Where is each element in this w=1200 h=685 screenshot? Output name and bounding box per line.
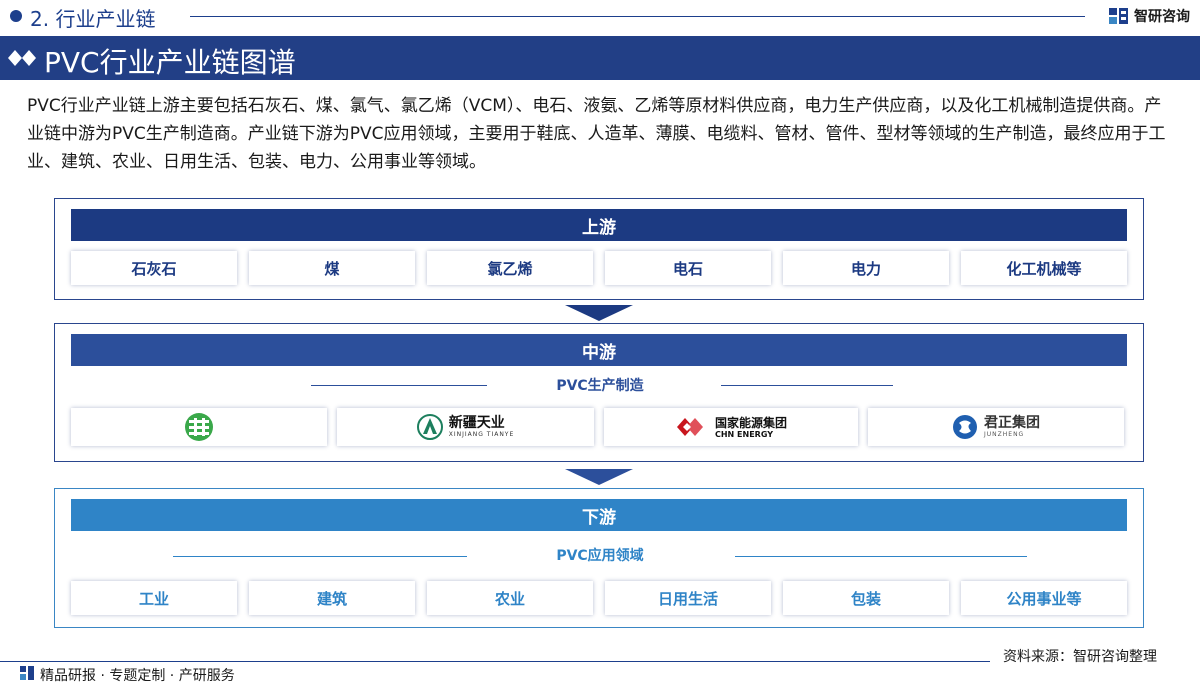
section-label: 2. 行业产业链: [30, 7, 156, 31]
footer-slogan: 精品研报 · 专题定制 · 产研服务: [40, 668, 235, 684]
diamond-icon: [8, 50, 36, 66]
upstream-item: 电石: [605, 251, 771, 285]
downstream-item: 农业: [427, 581, 593, 615]
company-name-en: XINJIANG TIANYE: [448, 431, 515, 438]
midstream-panel: 中游 PVC生产制造 新疆天业 XINJIANG TIANYE: [54, 323, 1144, 462]
source-note: 资料来源：智研咨询整理: [1003, 649, 1157, 665]
upstream-item: 化工机械等: [961, 251, 1127, 285]
xinjiang-tianye-text: 新疆天业 XINJIANG TIANYE: [448, 415, 515, 439]
company-name: 君正集团: [984, 415, 1040, 431]
downstream-item: 工业: [71, 581, 237, 615]
upstream-item: 氯乙烯: [427, 251, 593, 285]
xinjiang-tianye-logo-icon: [416, 414, 443, 440]
midstream-header: 中游: [71, 334, 1127, 366]
company-green-logo-icon: [185, 413, 213, 441]
downstream-item: 建筑: [249, 581, 415, 615]
company-logo-cell: 新疆天业 XINJIANG TIANYE: [337, 408, 594, 446]
bullet-dot-icon: [10, 10, 22, 22]
junzheng-logo-icon: [953, 415, 977, 439]
chn-energy-text: 国家能源集团 CHN ENERGY: [714, 416, 787, 439]
subtitle-rule-left: [311, 385, 487, 386]
company-logo-cell: 君正集团 JUNZHENG: [868, 408, 1124, 446]
subtitle-rule-left: [173, 556, 467, 557]
intro-paragraph: PVC行业产业链上游主要包括石灰石、煤、氯气、氯乙烯（VCM）、电石、液氨、乙烯…: [27, 96, 1166, 172]
company-logo-cell: 国家能源集团 CHN ENERGY: [604, 408, 858, 446]
footer-logo-icon: [20, 666, 34, 680]
subtitle-rule-right: [721, 385, 893, 386]
downstream-header: 下游: [71, 499, 1127, 531]
upstream-items: 石灰石 煤 氯乙烯 电石 电力 化工机械等: [71, 251, 1127, 285]
company-name: 新疆天业: [448, 415, 505, 431]
company-name-en: CHN ENERGY: [714, 430, 773, 439]
subtitle-rule-right: [735, 556, 1027, 557]
downstream-panel: 下游 PVC应用领域 工业 建筑 农业 日用生活 包装 公用事业等: [54, 488, 1144, 628]
upstream-header: 上游: [71, 209, 1127, 241]
title-bar: PVC行业产业链图谱: [0, 36, 1200, 80]
footer-bar: 精品研报 · 专题定制 · 产研服务: [0, 662, 1200, 685]
company-name-en: JUNZHENG: [984, 431, 1025, 438]
top-rule: [190, 16, 1085, 17]
page-title: PVC行业产业链图谱: [44, 46, 296, 79]
midstream-logos: 新疆天业 XINJIANG TIANYE 国家能源集团 CHN ENERGY 君…: [71, 408, 1127, 446]
upstream-panel: 上游 石灰石 煤 氯乙烯 电石 电力 化工机械等: [54, 198, 1144, 300]
downstream-subtitle: PVC应用领域: [556, 548, 644, 564]
downstream-item: 公用事业等: [961, 581, 1127, 615]
downstream-items: 工业 建筑 农业 日用生活 包装 公用事业等: [71, 581, 1127, 615]
brand-logo-icon: [1109, 8, 1128, 24]
top-bar: 2. 行业产业链 智研咨询: [0, 0, 1200, 32]
upstream-item: 煤: [249, 251, 415, 285]
down-arrow-icon: [565, 469, 633, 485]
downstream-item: 日用生活: [605, 581, 771, 615]
chn-energy-logo-icon: [676, 418, 703, 436]
footer-rule: [0, 661, 990, 662]
company-name: 国家能源集团: [714, 416, 787, 430]
upstream-item: 电力: [783, 251, 949, 285]
junzheng-text: 君正集团 JUNZHENG: [984, 415, 1040, 439]
company-logo-cell: [71, 408, 327, 446]
brand-name: 智研咨询: [1134, 9, 1190, 25]
brand: 智研咨询: [1108, 5, 1190, 27]
downstream-item: 包装: [783, 581, 949, 615]
midstream-subtitle: PVC生产制造: [556, 378, 644, 394]
upstream-item: 石灰石: [71, 251, 237, 285]
down-arrow-icon: [565, 305, 633, 321]
